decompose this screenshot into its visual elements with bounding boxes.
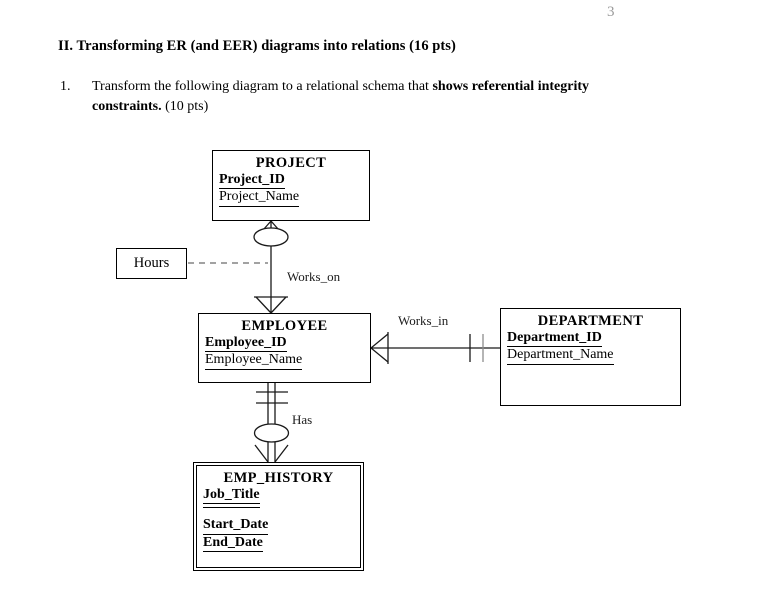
has-hist-crowsfoot-right [274, 444, 289, 463]
attribute-department-name-label: Department_Name [507, 347, 614, 365]
question-number: 1. [60, 79, 71, 94]
relationship-attribute-hours[interactable]: Hours [116, 248, 187, 279]
question-text-emphasis: shows referential integrity constraints. [92, 79, 590, 115]
attribute-employee-name-label: Employee_Name [205, 352, 303, 370]
attribute-department-name: Department_Name [507, 347, 680, 365]
entity-department-name: DEPARTMENT [537, 313, 644, 329]
entity-project-attributes: Project_ID Project_Name [213, 172, 369, 207]
entity-department[interactable]: DEPARTMENT Department_ID Department_Name [500, 308, 681, 406]
entity-emp-history-name: EMP_HISTORY [223, 470, 334, 486]
relationship-attribute-hours-label: Hours [133, 255, 170, 271]
entity-project[interactable]: PROJECT Project_ID Project_Name [212, 150, 370, 221]
entity-employee-attributes: Employee_ID Employee_Name [199, 335, 370, 370]
question-text-part2: (10 pts) [161, 99, 209, 115]
attribute-start-date: Start_Date [203, 517, 360, 535]
works-in-crowsfoot-top [370, 333, 389, 349]
entity-emp-history-attributes: Job_Title Start_Date End_Date [197, 487, 360, 553]
relationship-label-works-on: Works_on [287, 269, 341, 284]
attribute-job-title-label: Job_Title [203, 487, 260, 509]
page-number: 3 [607, 4, 615, 20]
entity-department-attributes: Department_ID Department_Name [501, 330, 680, 365]
has-hist-crowsfoot-left [254, 444, 269, 463]
attribute-employee-name: Employee_Name [205, 352, 370, 370]
attribute-employee-id-label: Employee_ID [205, 335, 287, 353]
entity-employee-name: EMPLOYEE [241, 318, 328, 334]
question-block: 1. Transform the following diagram to a … [60, 77, 660, 118]
relationship-label-works-in: Works_in [398, 313, 449, 328]
attribute-start-date-label: Start_Date [203, 517, 269, 535]
entity-emp-history[interactable]: EMP_HISTORY Job_Title Start_Date End_Dat… [192, 461, 365, 572]
works-in-crowsfoot-bottom [370, 347, 389, 363]
attribute-end-date-label: End_Date [203, 535, 263, 553]
entity-project-name: PROJECT [255, 155, 327, 171]
works-on-emp-crowsfoot-right [270, 296, 287, 314]
works-on-ellipse [253, 227, 289, 247]
entity-employee[interactable]: EMPLOYEE Employee_ID Employee_Name [198, 313, 371, 383]
attribute-job-title: Job_Title [203, 487, 360, 509]
attribute-end-date: End_Date [203, 535, 360, 553]
attribute-project-name: Project_Name [219, 189, 369, 207]
section-heading: II. Transforming ER (and EER) diagrams i… [58, 38, 456, 54]
attribute-project-id: Project_ID [219, 172, 369, 190]
question-text: Transform the following diagram to a rel… [92, 77, 660, 118]
attribute-employee-id: Employee_ID [205, 335, 370, 353]
attribute-department-id: Department_ID [507, 330, 680, 348]
works-on-emp-crowsfoot-left [255, 296, 272, 314]
has-ellipse [253, 423, 290, 443]
attribute-project-id-label: Project_ID [219, 172, 285, 190]
attribute-project-name-label: Project_Name [219, 189, 300, 207]
attribute-department-id-label: Department_ID [507, 330, 602, 348]
attribute-spacer [203, 504, 360, 517]
question-text-part1: Transform the following diagram to a rel… [92, 79, 433, 94]
relationship-label-has: Has [292, 412, 313, 427]
